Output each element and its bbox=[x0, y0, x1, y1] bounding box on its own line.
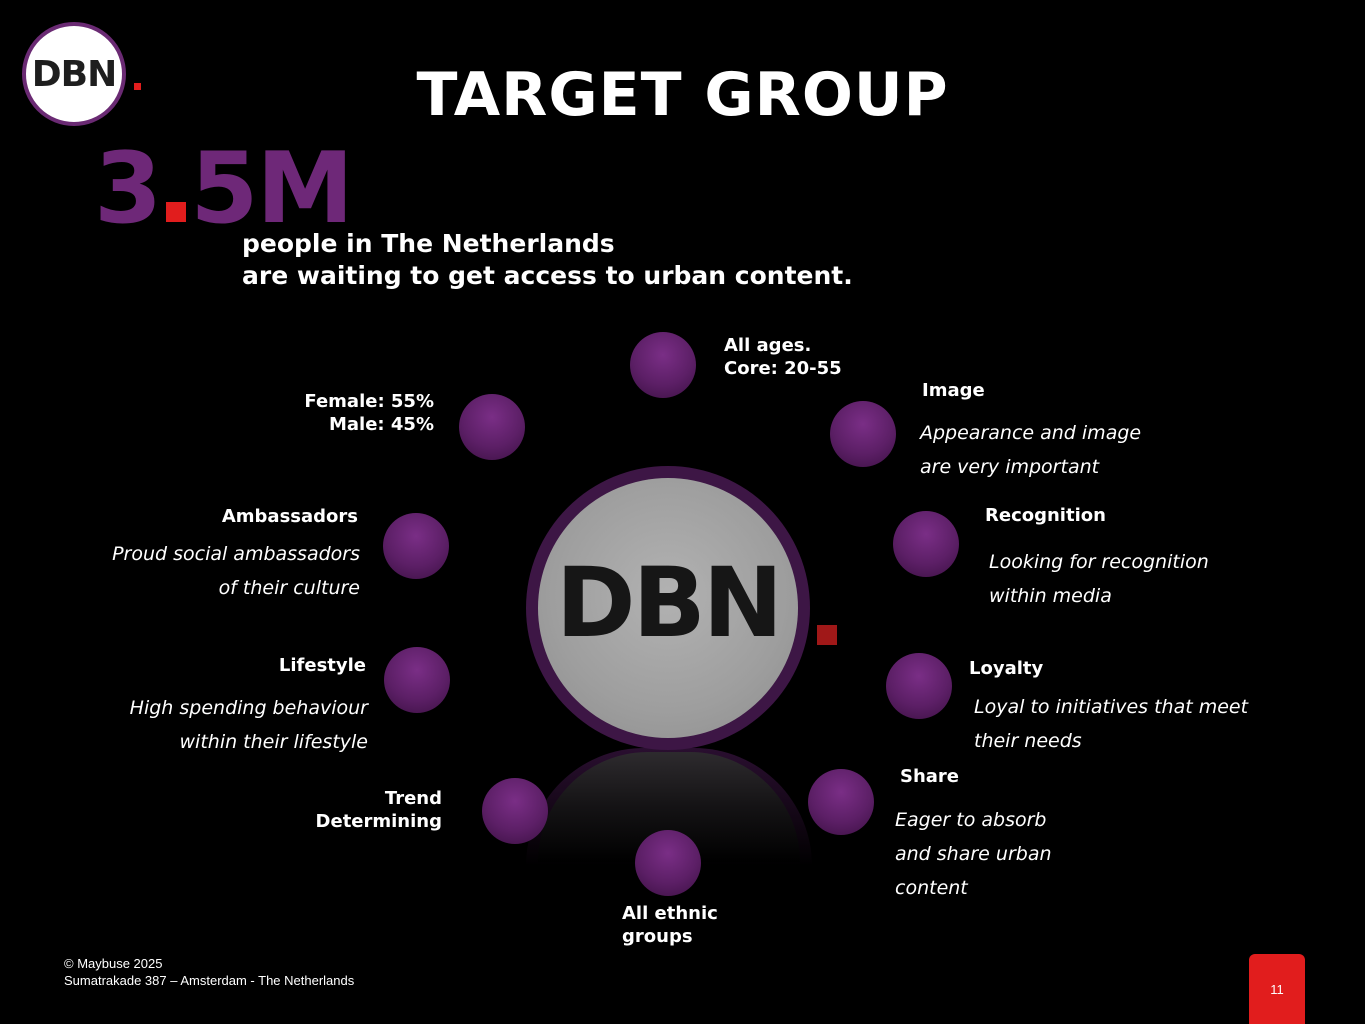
circle-trend bbox=[482, 778, 548, 844]
share-desc1: Eager to absorb bbox=[895, 809, 1047, 831]
circle-ethnic bbox=[635, 830, 701, 896]
image-desc1: Appearance and image bbox=[920, 422, 1142, 444]
image-desc2: are very important bbox=[920, 456, 1100, 478]
recognition-desc: Looking for recognition within media bbox=[989, 545, 1209, 613]
recognition-label: Recognition bbox=[985, 505, 1106, 526]
dbn-logo: DBN bbox=[22, 22, 126, 126]
lifestyle-label: Lifestyle bbox=[278, 655, 366, 676]
circle-gender bbox=[459, 394, 525, 460]
page-title: TARGET GROUP bbox=[416, 60, 949, 130]
hub-logo-text: DBN bbox=[555, 547, 783, 659]
recognition-desc1: Looking for recognition bbox=[989, 551, 1209, 573]
footer: © Maybuse 2025 Sumatrakade 387 – Amsterd… bbox=[64, 955, 354, 989]
ethnic-label: All ethnic groups bbox=[622, 902, 718, 948]
headline-subtext: people in The Netherlands are waiting to… bbox=[242, 228, 853, 292]
recognition-desc2: within media bbox=[989, 585, 1112, 607]
lifestyle-desc: High spending behaviour within their lif… bbox=[130, 691, 368, 759]
headline-red-dot bbox=[166, 202, 187, 222]
share-desc: Eager to absorb and share urban content bbox=[895, 803, 1052, 905]
loyalty-label: Loyalty bbox=[969, 658, 1044, 679]
image-desc: Appearance and image are very important bbox=[920, 416, 1141, 484]
ages-line2: Core: 20-55 bbox=[724, 358, 842, 379]
ambassadors-label: Ambassadors bbox=[221, 506, 358, 527]
share-desc2: and share urban bbox=[895, 843, 1052, 865]
gender-line1: Female: 55% bbox=[304, 391, 434, 412]
ambassadors-desc1: Proud social ambassadors bbox=[112, 543, 360, 565]
ethnic-line2: groups bbox=[622, 926, 693, 947]
loyalty-desc: Loyal to initiatives that meet their nee… bbox=[974, 690, 1248, 758]
ages-line1: All ages. bbox=[724, 335, 812, 356]
circle-recognition bbox=[893, 511, 959, 577]
page-number-badge: 11 bbox=[1249, 954, 1305, 1024]
ethnic-line1: All ethnic bbox=[622, 903, 718, 924]
loyalty-desc2: their needs bbox=[974, 730, 1082, 752]
circle-image bbox=[830, 401, 896, 467]
headline-number-part1: 3 bbox=[94, 132, 162, 246]
headline-number-part2: 5M bbox=[190, 132, 354, 246]
image-label: Image bbox=[922, 380, 985, 401]
logo-red-dot bbox=[134, 83, 141, 90]
share-label: Share bbox=[900, 766, 960, 787]
ambassadors-desc2: of their culture bbox=[218, 577, 360, 599]
headline-line2: are waiting to get access to urban conte… bbox=[242, 261, 853, 290]
circle-share bbox=[808, 769, 874, 835]
circle-loyalty bbox=[886, 653, 952, 719]
share-desc3: content bbox=[895, 877, 968, 899]
headline-line1: people in The Netherlands bbox=[242, 229, 615, 258]
footer-address: Sumatrakade 387 – Amsterdam - The Nether… bbox=[64, 973, 355, 988]
logo-text: DBN bbox=[31, 53, 117, 95]
ages-label: All ages. Core: 20-55 bbox=[724, 334, 842, 380]
trend-line2: Determining bbox=[315, 811, 442, 832]
hub-logo: DBN bbox=[538, 478, 798, 738]
circle-lifestyle bbox=[384, 647, 450, 713]
loyalty-desc1: Loyal to initiatives that meet bbox=[974, 696, 1249, 718]
lifestyle-desc1: High spending behaviour bbox=[129, 697, 368, 719]
footer-copyright: © Maybuse 2025 bbox=[64, 956, 163, 971]
gender-label: Female: 55% Male: 45% bbox=[304, 390, 434, 436]
gender-line2: Male: 45% bbox=[329, 414, 434, 435]
lifestyle-desc2: within their lifestyle bbox=[179, 731, 368, 753]
ambassadors-desc: Proud social ambassadors of their cultur… bbox=[112, 537, 360, 605]
circle-ambassadors bbox=[383, 513, 449, 579]
trend-label: Trend Determining bbox=[316, 787, 442, 833]
hub-red-dot bbox=[817, 625, 837, 645]
trend-line1: Trend bbox=[384, 788, 442, 809]
page-number: 11 bbox=[1270, 981, 1284, 997]
circle-ages bbox=[630, 332, 696, 398]
